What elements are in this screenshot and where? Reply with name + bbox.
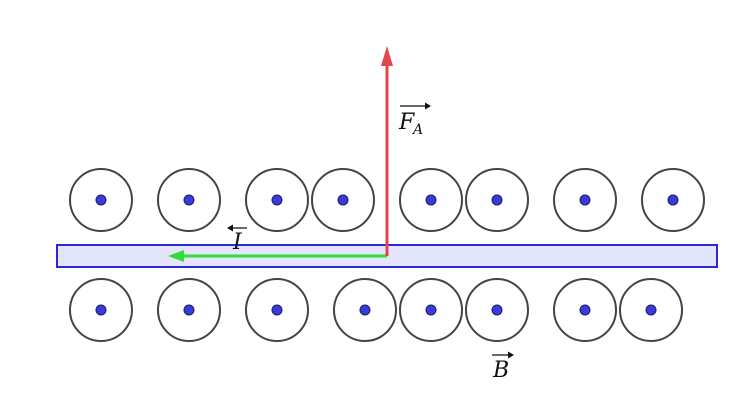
- field-label: B: [492, 351, 514, 383]
- field-out-of-page-icon: [69, 168, 133, 232]
- field-out-of-page-icon: [399, 168, 463, 232]
- field-out-of-page-icon: [245, 168, 309, 232]
- force-label-subscript: A: [411, 122, 423, 138]
- force-label: F A: [398, 102, 431, 138]
- field-out-of-page-icon: [157, 168, 221, 232]
- field-out-of-page-icon: [553, 278, 617, 342]
- field-out-of-page-icon: [311, 168, 375, 232]
- force-label-main: F: [398, 110, 415, 135]
- field-label-main: B: [492, 358, 509, 383]
- field-out-of-page-icon: [465, 168, 529, 232]
- force-arrow: [381, 46, 393, 256]
- vector-arrow-icon: [492, 351, 514, 359]
- current-label-main: I: [232, 230, 243, 255]
- field-out-of-page-icon: [245, 278, 309, 342]
- current-label: I: [227, 224, 247, 255]
- field-symbols-bottom-row: [69, 278, 683, 342]
- field-out-of-page-icon: [619, 278, 683, 342]
- field-out-of-page-icon: [553, 168, 617, 232]
- field-out-of-page-icon: [465, 278, 529, 342]
- vector-arrow-left-icon: [227, 224, 247, 232]
- vector-arrow-icon: [400, 102, 431, 110]
- field-out-of-page-icon: [69, 278, 133, 342]
- current-arrow: [168, 250, 387, 262]
- field-out-of-page-icon: [333, 278, 397, 342]
- field-out-of-page-icon: [399, 278, 463, 342]
- field-out-of-page-icon: [157, 278, 221, 342]
- field-symbols-top-row: [69, 168, 705, 232]
- field-out-of-page-icon: [641, 168, 705, 232]
